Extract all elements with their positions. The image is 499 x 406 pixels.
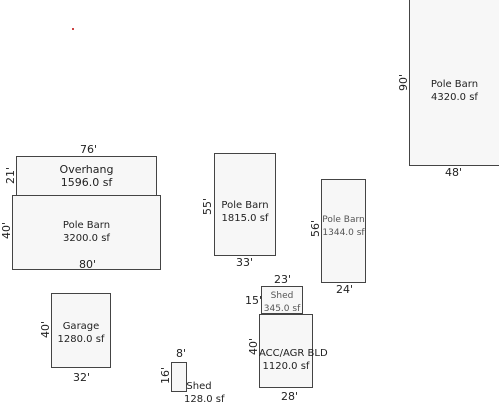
acc-agr-area: 1120.0 sf — [262, 361, 310, 372]
pole-barn-right-width-dim: 24' — [336, 283, 354, 296]
pole-barn-right-label: Pole Barn 1344.0 sf — [321, 214, 366, 240]
pole-barn-right-depth-dim: 56' — [309, 219, 323, 238]
shed-mid-width-dim: 23' — [274, 273, 292, 286]
garage-depth-dim: 40' — [39, 320, 53, 339]
shed-small-area: 128.0 sf — [184, 394, 225, 405]
pole-barn-top-label: Pole Barn 4320.0 sf — [409, 78, 499, 104]
overhang-area: 1596.0 sf — [60, 176, 113, 189]
shed-mid-name: Shed — [270, 291, 294, 301]
shed-mid-label: Shed 345.0 sf — [261, 290, 303, 316]
shed-small-depth-dim: 16' — [159, 366, 173, 385]
pole-barn-left-name: Pole Barn — [62, 220, 111, 231]
pole-barn-top-depth-dim: 90' — [397, 73, 411, 92]
shed-mid-building[interactable] — [261, 286, 303, 314]
pole-barn-top-building[interactable] — [409, 0, 499, 166]
pole-barn-right-area: 1344.0 sf — [322, 228, 365, 238]
pole-barn-mid-area: 1815.0 sf — [221, 213, 269, 224]
garage-building[interactable] — [51, 293, 111, 368]
pole-barn-left-building[interactable] — [12, 195, 161, 270]
pole-barn-mid-name: Pole Barn — [221, 200, 269, 211]
garage-label: Garage 1280.0 sf — [51, 320, 111, 346]
acc-agr-building[interactable] — [259, 314, 313, 388]
garage-name: Garage — [62, 321, 100, 332]
overhang-width-dim: 76' — [80, 143, 98, 156]
acc-agr-label: ACC/AGR BLD 1120.0 sf — [259, 347, 328, 373]
shed-small-label: Shed 128.0 sf — [184, 380, 225, 406]
acc-agr-name: ACC/AGR BLD — [259, 348, 328, 359]
overhang-name: Overhang — [59, 163, 114, 176]
pole-barn-left-area: 3200.0 sf — [63, 233, 110, 244]
pole-barn-mid-width-dim: 33' — [236, 256, 254, 269]
pole-barn-right-building[interactable] — [321, 179, 366, 283]
pole-barn-right-name: Pole Barn — [322, 215, 365, 225]
overhang-depth-dim: 21' — [4, 166, 18, 185]
acc-agr-depth-dim: 40' — [247, 337, 261, 356]
overhang-building[interactable] — [16, 156, 157, 196]
garage-area: 1280.0 sf — [57, 334, 105, 345]
pole-barn-mid-label: Pole Barn 1815.0 sf — [214, 199, 276, 225]
acc-agr-width-dim: 28' — [281, 390, 299, 403]
pole-barn-left-depth-dim: 40' — [0, 221, 14, 240]
overhang-label: Overhang 1596.0 sf — [16, 163, 157, 189]
red-marker-dot — [72, 28, 74, 30]
shed-small-name: Shed — [186, 381, 212, 392]
shed-mid-depth-dim: 15' — [245, 294, 263, 307]
pole-barn-top-area: 4320.0 sf — [431, 92, 478, 103]
pole-barn-mid-depth-dim: 55' — [201, 197, 215, 216]
pole-barn-left-label: Pole Barn 3200.0 sf — [12, 219, 161, 245]
shed-small-building[interactable] — [171, 362, 187, 392]
pole-barn-top-width-dim: 48' — [445, 166, 463, 179]
pole-barn-left-width-dim: 80' — [79, 258, 97, 271]
pole-barn-top-name: Pole Barn — [430, 79, 479, 90]
shed-small-width-dim: 8' — [176, 347, 187, 360]
garage-width-dim: 32' — [73, 371, 91, 384]
shed-mid-area: 345.0 sf — [263, 304, 301, 314]
pole-barn-mid-building[interactable] — [214, 153, 276, 256]
